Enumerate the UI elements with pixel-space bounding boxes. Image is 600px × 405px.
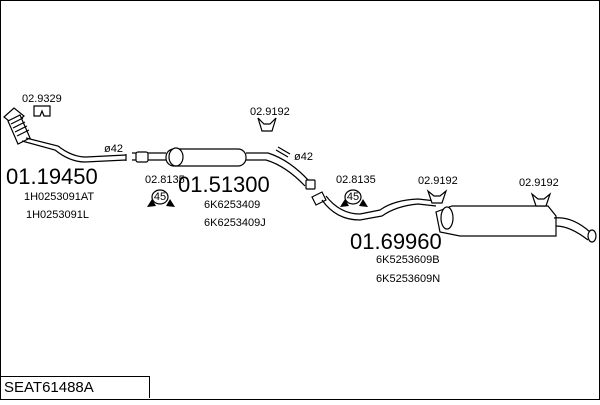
bracket-icon <box>426 189 448 204</box>
diameter-label: ø42 <box>294 151 313 163</box>
bracket-02-9192-mid <box>257 117 277 132</box>
rear-silencer <box>311 191 597 243</box>
rear-pipe-upper <box>321 199 437 221</box>
accessory-label: 02.9192 <box>519 177 559 189</box>
clamp-ring <box>344 189 362 205</box>
middle-pipe-outlet <box>246 152 311 187</box>
part-number: 01.19450 <box>6 164 98 189</box>
part-ref: 1H0253091AT <box>24 191 94 203</box>
clamp-symbol: 45 <box>154 191 166 203</box>
middle-silencer-cap <box>168 147 184 167</box>
middle-silencer-body <box>165 148 247 167</box>
rear-silencer-cap <box>440 206 454 230</box>
accessory-label: 02.9192 <box>250 106 290 118</box>
part-ref: 1H0253091L <box>26 209 89 221</box>
bracket-02-9192-rear-right <box>530 192 552 207</box>
bracket-02-9192-rear-left <box>426 189 448 204</box>
clamp-icon <box>33 105 51 117</box>
diagram-code: SEAT61488A <box>0 376 150 398</box>
accessory-label: 02.8135 <box>145 174 185 186</box>
front-pipe <box>3 107 127 163</box>
part-ref: 6K5253609B <box>376 254 440 266</box>
clamp-feet <box>147 199 175 207</box>
part-ref: 6K5253609N <box>376 273 440 285</box>
accessory-label: 02.8135 <box>336 174 376 186</box>
rear-tailpipe <box>553 217 591 241</box>
accessory-label: 02.9329 <box>22 93 62 105</box>
accessory-label: 02.9192 <box>418 175 458 187</box>
part-ref: 6K6253409 <box>204 199 260 211</box>
front-pipe-upper <box>21 140 127 163</box>
front-pipe-flex-ribs <box>10 117 30 137</box>
middle-pipe-sleeve <box>135 151 149 163</box>
bracket-icon <box>257 117 277 132</box>
clamp-02-8135-right <box>340 189 368 207</box>
diameter-label: ø42 <box>104 143 123 155</box>
rear-pipe-flange <box>311 191 327 206</box>
middle-silencer <box>132 146 316 190</box>
clamp-02-9329 <box>33 105 51 117</box>
rear-tailpipe-end <box>587 229 597 243</box>
clamp-ring <box>151 189 169 205</box>
clamp-02-8135-left <box>147 189 175 207</box>
clamp-symbol: 45 <box>347 191 359 203</box>
front-pipe-lower <box>25 137 127 158</box>
part-number: 01.51300 <box>178 172 270 197</box>
part-number: 01.69960 <box>350 229 442 254</box>
middle-pipe-outlet-end <box>305 179 316 190</box>
clamp-feet <box>340 199 368 207</box>
rear-pipe-lower <box>325 195 437 215</box>
bracket-icon <box>530 192 552 207</box>
part-ref: 6K6253409J <box>204 217 266 229</box>
middle-pipe-clip <box>275 146 291 158</box>
